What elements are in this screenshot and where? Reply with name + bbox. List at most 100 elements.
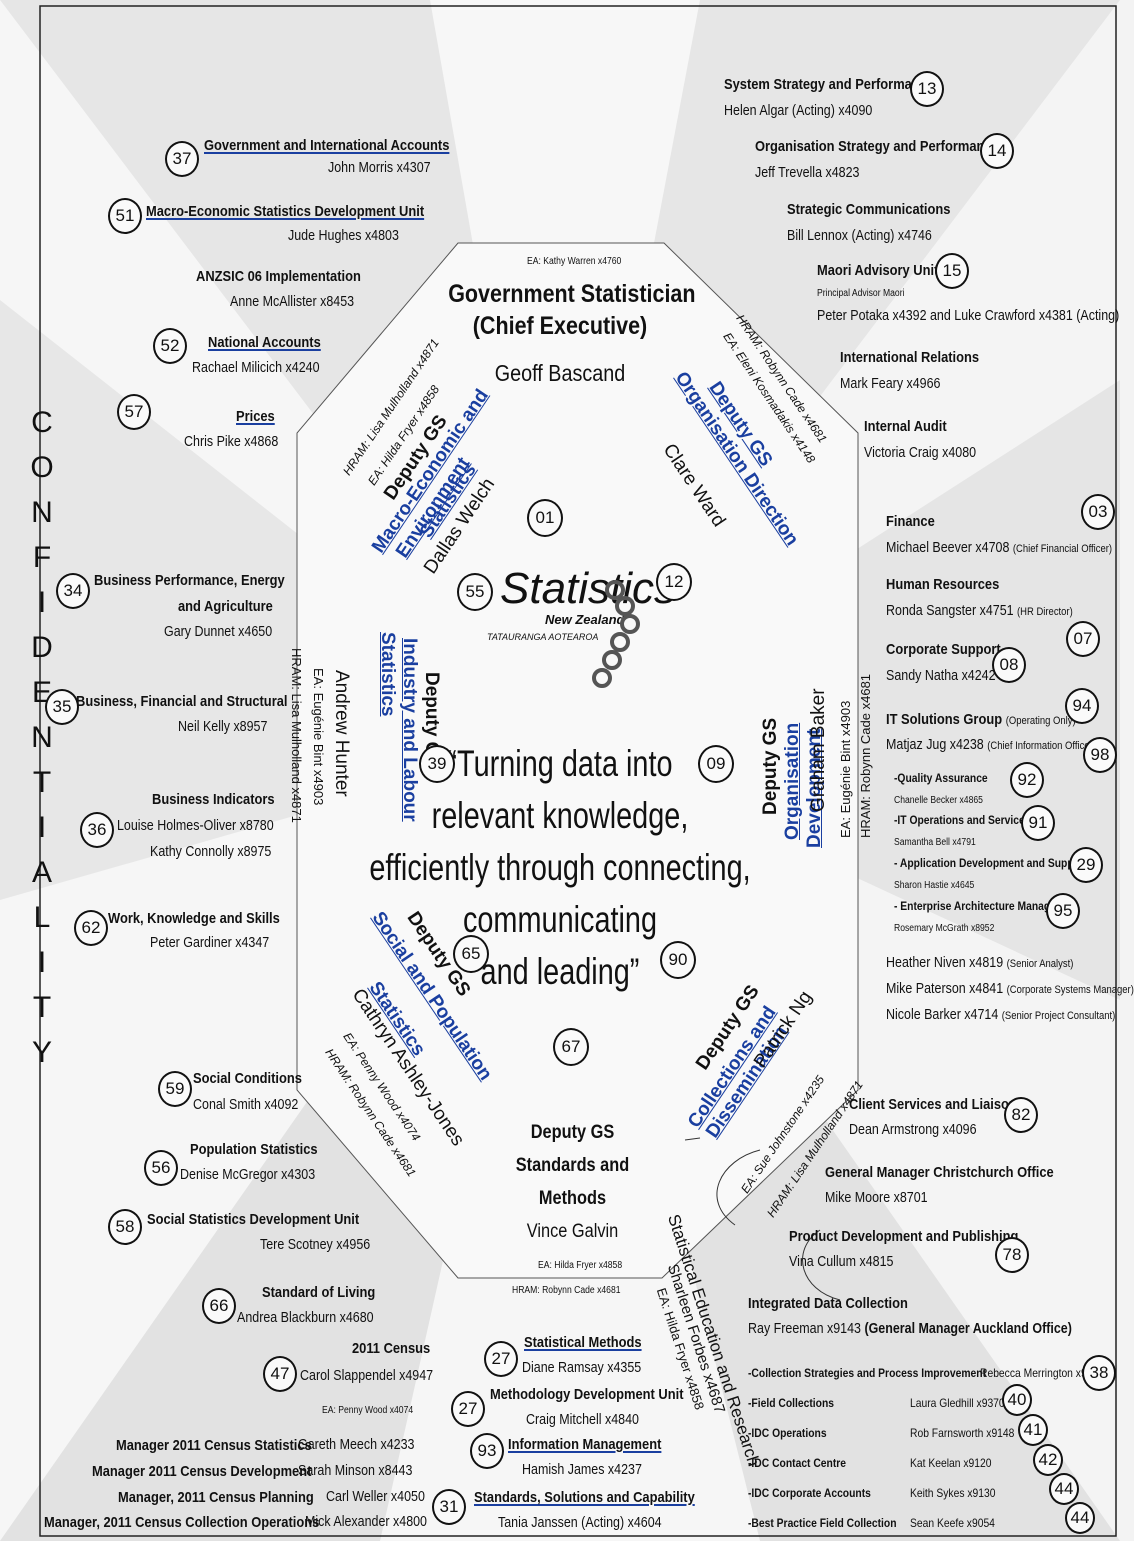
- ea-hilda-standards: EA: Hilda Fryer x4858: [538, 1260, 623, 1271]
- badge-38: 38: [1082, 1355, 1116, 1391]
- orgdev-line1: Organisation: [782, 722, 803, 840]
- badge-08: 08: [992, 647, 1026, 683]
- industry-line2: Statistics: [377, 632, 398, 717]
- finance-name: Michael Beever x4708 (Chief Financial Of…: [886, 540, 1113, 556]
- badge-94: 94: [1065, 688, 1099, 724]
- census-person-4: Mick Alexander x4800: [305, 1514, 427, 1530]
- idc-sub-1-title: -Collection Strategies and Process Impro…: [748, 1366, 987, 1380]
- unit-47-name: Carol Slappendel x4947: [300, 1368, 434, 1384]
- unit-62-name: Peter Gardiner x4347: [150, 935, 270, 951]
- badge-09: 09: [698, 745, 734, 783]
- unit-78-name: Vina Cullum x4815: [789, 1254, 894, 1270]
- stats-nz-logo: Statistics: [500, 564, 677, 613]
- badge-14: 14: [980, 133, 1014, 169]
- unit-34-title2: and Agriculture: [178, 598, 273, 615]
- unit-66-name: Andrea Blackburn x4680: [237, 1310, 374, 1326]
- badge-44a: 44: [1049, 1473, 1079, 1505]
- unit-47-ea: EA: Penny Wood x4074: [322, 1405, 414, 1416]
- unit-27a-title: Statistical Methods: [524, 1334, 642, 1351]
- unit-62-title: Work, Knowledge and Skills: [108, 910, 280, 927]
- audit-name: Victoria Craig x4080: [864, 445, 977, 461]
- badge-55: 55: [457, 573, 493, 611]
- idc-sub-3-title: -IDC Operations: [748, 1426, 827, 1440]
- badge-15: 15: [935, 253, 969, 289]
- industry-line1: Industry and Labour: [399, 638, 420, 822]
- badge-40: 40: [1002, 1384, 1032, 1416]
- badge-58: 58: [108, 1209, 142, 1245]
- unit-15-sub: Principal Advisor Maori: [817, 288, 905, 299]
- badge-66: 66: [202, 1288, 236, 1324]
- anzsic-title: ANZSIC 06 Implementation: [196, 268, 361, 285]
- unit-15-name: Peter Potaka x4392 and Luke Crawford x43…: [817, 308, 1120, 324]
- corp-support-name: Sandy Natha x4242: [886, 668, 996, 684]
- logo-new-zealand: New Zealand: [545, 612, 625, 627]
- badge-29: 29: [1069, 847, 1103, 883]
- chch-title: General Manager Christchurch Office: [825, 1164, 1054, 1181]
- badge-12: 12: [656, 563, 692, 601]
- idc-title: Integrated Data Collection: [748, 1295, 908, 1312]
- badge-27b: 27: [451, 1391, 485, 1427]
- unit-34-name: Gary Dunnet x4650: [164, 624, 273, 640]
- badge-36: 36: [80, 812, 114, 848]
- finance-title: Finance: [886, 513, 935, 530]
- hram-lisa-industry: HRAM: Lisa Mulholland x4871: [289, 648, 304, 823]
- badge-57: 57: [117, 394, 151, 430]
- itops-name: Samantha Bell x4791: [894, 837, 976, 848]
- badge-98: 98: [1083, 737, 1117, 773]
- unit-34-title1: Business Performance, Energy: [94, 572, 285, 589]
- chch-name: Mike Moore x8701: [825, 1190, 928, 1206]
- gov-statistician-title: Government Statistician(Chief Executive): [448, 280, 696, 340]
- badge-13: 13: [910, 71, 944, 107]
- logo-maori: TATAURANGA AOTEAROA: [487, 632, 599, 642]
- badge-67: 67: [553, 1028, 589, 1066]
- badge-56: 56: [144, 1150, 178, 1186]
- it-title: IT Solutions Group (Operating Only): [886, 711, 1076, 728]
- qa-title: -Quality Assurance: [894, 771, 988, 785]
- badge-62: 62: [74, 910, 108, 946]
- orgdev-deputy: Deputy GS: [760, 717, 781, 815]
- idc-sub-5-title: -IDC Corporate Accounts: [748, 1486, 871, 1500]
- appdev-name: Sharon Hastie x4645: [894, 880, 975, 891]
- unit-36-title: Business Indicators: [152, 791, 275, 808]
- unit-47-title: 2011 Census: [352, 1340, 431, 1357]
- unit-51-name: Jude Hughes x4803: [288, 228, 399, 244]
- badge-37: 37: [165, 141, 199, 177]
- badge-78: 78: [995, 1237, 1029, 1273]
- idc-sub-2-name: Laura Gledhill x9370: [910, 1396, 1005, 1410]
- unit-58-title: Social Statistics Development Unit: [147, 1211, 360, 1228]
- idc-sub-6-title: -Best Practice Field Collection: [748, 1516, 897, 1530]
- unit-27b-name: Craig Mitchell x4840: [526, 1412, 639, 1428]
- badge-34: 34: [56, 573, 90, 609]
- badge-95: 95: [1046, 893, 1080, 929]
- badge-51: 51: [108, 198, 142, 234]
- intl-title: International Relations: [840, 349, 980, 366]
- it-name: Matjaz Jug x4238 (Chief Information Offi…: [886, 737, 1096, 753]
- badge-42: 42: [1033, 1444, 1063, 1476]
- unit-37-title: Government and International Accounts: [204, 137, 450, 154]
- idc-sub-5-name: Keith Sykes x9130: [910, 1486, 996, 1500]
- hram-robynn-orgdev: HRAM: Robynn Cade x4681: [858, 673, 873, 838]
- corp-support-title: Corporate Support: [886, 641, 1001, 658]
- unit-56-name: Denise McGregor x4303: [180, 1167, 316, 1183]
- unit-57-title: Prices: [236, 408, 275, 425]
- badge-91: 91: [1021, 805, 1055, 841]
- census-person-1: Gareth Meech x4233: [298, 1437, 415, 1453]
- hram-robynn-standards: HRAM: Robynn Cade x4681: [512, 1285, 621, 1296]
- unit-52-title: National Accounts: [208, 334, 321, 351]
- unit-57-name: Chris Pike x4868: [184, 434, 279, 450]
- unit-36-name1: Louise Holmes-Oliver x8780: [117, 818, 274, 834]
- unit-36-name2: Kathy Connolly x8975: [150, 844, 272, 860]
- unit-93-title: Information Management: [508, 1436, 662, 1453]
- badge-93: 93: [470, 1433, 504, 1469]
- idc-sub-6-name: Sean Keefe x9054: [910, 1516, 995, 1530]
- unit-59-name: Conal Smith x4092: [193, 1097, 299, 1113]
- badge-27a: 27: [484, 1341, 518, 1377]
- badge-44b: 44: [1065, 1502, 1095, 1534]
- census-role-1: Manager 2011 Census Statistics: [116, 1437, 312, 1454]
- industry-name: Andrew Hunter: [331, 670, 352, 797]
- strat-comms-name: Bill Lennox (Acting) x4746: [787, 228, 932, 244]
- staff-nicole: Nicole Barker x4714 (Senior Project Cons…: [886, 1007, 1116, 1023]
- ea-eugenie-orgdev: EA: Eugénie Bint x4903: [838, 700, 853, 838]
- ea-kathy-warren: EA: Kathy Warren x4760: [527, 256, 622, 267]
- unit-13-title: System Strategy and Performance: [724, 76, 935, 93]
